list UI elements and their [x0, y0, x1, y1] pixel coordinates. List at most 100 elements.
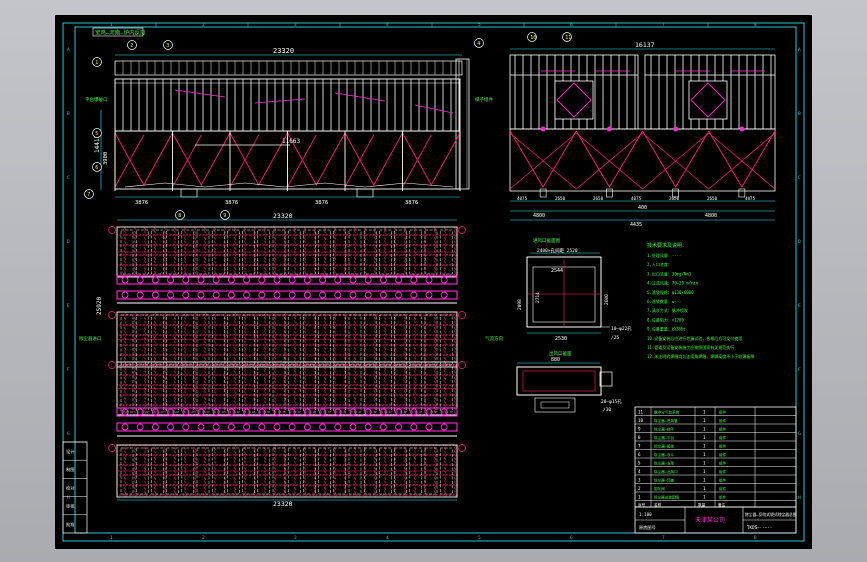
- plan-flag: 气流方向: [485, 335, 503, 342]
- side-col-dim: 4800: [705, 213, 717, 219]
- bom-cell-qty: 1: [703, 443, 706, 448]
- bom-header: 名称: [654, 502, 662, 507]
- callout-number: 8: [178, 213, 181, 219]
- elev-height-dim: 14413: [94, 135, 101, 153]
- bom-cell-name: 脉冲分气包系统: [654, 409, 680, 414]
- section-a: 进风口截面图 2400×孔间距 2520 2544 2098 2714 2600…: [517, 237, 632, 342]
- zone-label-top: 7: [662, 22, 665, 28]
- bom-cell-note: 组件: [719, 426, 727, 431]
- section-b-tag: 20—φ15孔: [601, 398, 622, 405]
- note-line: 3.出口浓度：30mg/Nm3: [647, 270, 692, 276]
- callout-balloon: [175, 210, 185, 220]
- note-line: 4.过滤风速：70−20 m/min: [647, 280, 699, 286]
- bom-cell-name: 除尘器—箱体: [654, 443, 675, 448]
- elev-right-note: 梯子组件: [475, 96, 493, 103]
- callout-number: 6: [95, 165, 98, 171]
- zone-label-bottom: 1: [110, 535, 113, 541]
- bom-cell-no: 10: [638, 418, 644, 423]
- bay-dim: 3876: [315, 200, 328, 206]
- callout-number: 11: [565, 35, 571, 41]
- zone-label-top: 2: [202, 22, 205, 28]
- bom-cell-no: 8: [638, 435, 641, 440]
- side-mid-dim: 400: [638, 205, 647, 211]
- plan-length-bottom: 23320: [273, 500, 293, 508]
- zone-label-side: F: [798, 367, 801, 373]
- zone-label-side: A: [798, 47, 801, 53]
- callout-number: 1: [95, 60, 98, 66]
- zone-label-top: 8: [754, 22, 757, 28]
- bom-cell-no: 11: [638, 409, 644, 414]
- zone-label-side: E: [798, 303, 801, 309]
- zone-label-top: 3: [294, 22, 297, 28]
- bom-cell-no: 9: [638, 426, 641, 431]
- bom-cell-name: 除尘器—支架: [654, 460, 675, 465]
- elev-sub-dim: 3900: [103, 152, 109, 165]
- callout-balloon: [562, 32, 572, 42]
- section-a-tag: 10—φ22孔: [611, 325, 632, 332]
- section-a-bottom: 2530: [555, 336, 567, 342]
- signature-row: 校对: [66, 484, 74, 491]
- note-line: 6.滤袋数量：≤···: [647, 298, 681, 304]
- zone-label-top: 6: [570, 22, 573, 28]
- bom-cell-qty: 1: [703, 409, 706, 414]
- bom-cell-qty: 1: [703, 477, 706, 482]
- bay-dim: 3876: [405, 200, 418, 206]
- callout-number: 2: [130, 43, 133, 49]
- zone-label-bottom: 2: [202, 535, 205, 541]
- bom-cell-name: 除尘器—顶盖: [654, 477, 675, 482]
- bom-cell-no: 7: [638, 443, 641, 448]
- plan-view: 23320 23320 25920 除尘器进口 气流方向: [79, 212, 503, 508]
- header-tag: 宝鸡—河南—炉内反应: [92, 27, 146, 37]
- note-line: 8.设备阻力：<1200: [647, 316, 684, 322]
- signature-row: 设计: [66, 448, 74, 455]
- callout-balloon: [92, 162, 102, 172]
- elev-span-dim: 11663: [282, 138, 300, 145]
- callout-number: 9: [223, 213, 226, 219]
- section-b-top: 880: [551, 357, 560, 363]
- zone-label-side-left: C: [67, 175, 70, 181]
- elev-length-dim: 23320: [273, 47, 294, 55]
- section-a-inner: 2544: [551, 268, 563, 274]
- bom-cell-no: 6: [638, 452, 641, 457]
- bom-cell-qty: 1: [703, 418, 706, 423]
- zone-label-bottom: 3: [294, 535, 297, 541]
- plan-width-label: 25920: [96, 297, 103, 315]
- bom-cell-note: 组件: [719, 435, 727, 440]
- bom-cell-name: 除尘器—梯子: [654, 426, 675, 431]
- bay-dim: 3876: [225, 200, 238, 206]
- bom-cell-name: 卸灰阀: [654, 486, 665, 491]
- side-elevation: 16137: [509, 41, 776, 228]
- title-block: 天津某公司 除尘器—反吹式袋式除尘器总图 TKDS—··—·· 1:100 原底…: [634, 506, 797, 534]
- section-b-sub: /30: [603, 407, 611, 413]
- note-line: 7.清灰方式：脉冲喷吹: [647, 307, 688, 313]
- bom-cell-qty: 1: [703, 452, 706, 457]
- bom-cell-no: 3: [638, 477, 641, 482]
- bom-cell-no: 2: [638, 486, 641, 491]
- callout-balloon: [474, 38, 484, 48]
- callout-number: 5: [95, 131, 98, 137]
- callout-balloon: [127, 40, 137, 50]
- elev-side-note: 平台爆破口: [85, 96, 108, 103]
- zone-label-top: 1: [110, 22, 113, 28]
- callout-balloon: [220, 210, 230, 220]
- bom-header: 数量: [698, 502, 706, 507]
- bom-cell-qty: 1: [703, 435, 706, 440]
- bom-cell-name: 除尘器总装配图: [654, 494, 680, 499]
- zone-label-side: C: [798, 175, 801, 181]
- title-stamp: 原底图号: [639, 524, 656, 531]
- bom-cell-name: 除尘器—平台: [654, 435, 675, 440]
- note-line: 11.管道及设备安装施工应按照国家有关规范执行: [647, 344, 734, 350]
- section-b-title: 出风口截面: [549, 350, 572, 357]
- bay-dim: 3876: [135, 200, 148, 206]
- side-station-dim: 2650: [555, 196, 566, 201]
- zone-label-bottom: 5: [478, 535, 481, 541]
- bom-cell-note: 组件: [719, 494, 727, 499]
- zone-label-side-left: B: [67, 111, 70, 117]
- section-a-sub: /25: [611, 335, 619, 341]
- zone-label-side: H: [798, 495, 801, 501]
